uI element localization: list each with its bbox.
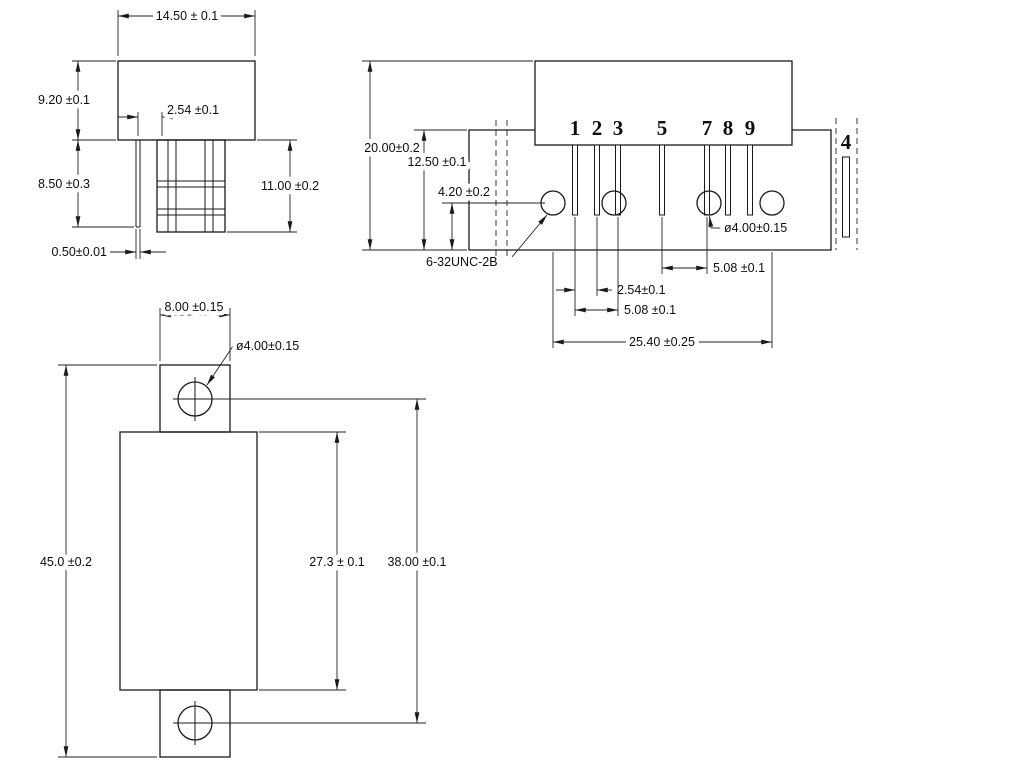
pin-number-9: 9 bbox=[745, 116, 756, 140]
front-view-dimension-lines bbox=[362, 60, 773, 348]
dim-top-overall-length-label: 45.0 ±0.2 bbox=[40, 555, 92, 569]
side-view-labels: 14.50 ± 0.1 9.20 ±0.1 2.54 ±0.1 8.50 ±0.… bbox=[33, 5, 323, 264]
pin-9 bbox=[747, 144, 753, 216]
side-thin-pin bbox=[135, 140, 141, 228]
dim-front-pin-spacing-right-label: 5.08 ±0.1 bbox=[713, 261, 765, 275]
dim-top-tab-width-label: 8.00 ±0.15 bbox=[165, 300, 224, 314]
mounting-hole-3 bbox=[696, 190, 722, 216]
pin-number-5: 5 bbox=[657, 116, 668, 140]
dim-front-mount-hole-spacing-label: 25.40 ±0.25 bbox=[629, 335, 695, 349]
pin-number-8: 8 bbox=[723, 116, 734, 140]
dim-front-pin-spacing-left-label: 5.08 ±0.1 bbox=[624, 303, 676, 317]
hidden-lines-right bbox=[835, 118, 858, 250]
front-flange-outline bbox=[468, 129, 832, 251]
hidden-thread-lines-left bbox=[495, 120, 508, 258]
dim-side-pin-offset-label: 2.54 ±0.1 bbox=[167, 103, 219, 117]
pin-5 bbox=[659, 144, 665, 216]
top-view: 8.00 ±0.15 ø4.00±0.15 45.0 ±0.2 27.3 ± 0… bbox=[35, 296, 451, 758]
pin-1 bbox=[572, 144, 578, 216]
pin-number-3: 3 bbox=[613, 116, 624, 140]
front-view-outline bbox=[468, 60, 858, 258]
side-view-dimension-lines bbox=[72, 10, 297, 259]
dim-side-lead-height-label: 11.00 ±0.2 bbox=[261, 179, 319, 193]
dim-side-width-label: 14.50 ± 0.1 bbox=[156, 9, 219, 23]
front-pin-numbers: 1 2 3 5 7 8 9 4 bbox=[570, 116, 852, 154]
top-tab-lower bbox=[159, 689, 231, 758]
top-view-outline bbox=[119, 364, 258, 758]
front-view-labels: 20.00±0.2 12.50 ±0.1 4.20 ±0.2 6-32UNC-2… bbox=[360, 137, 792, 354]
mounting-hole-4 bbox=[759, 190, 785, 216]
pin-8 bbox=[725, 144, 731, 216]
pin-number-1: 1 bbox=[570, 116, 581, 140]
top-view-labels: 8.00 ±0.15 ø4.00±0.15 45.0 ±0.2 27.3 ± 0… bbox=[35, 296, 451, 574]
dim-side-cap-height-label: 9.20 ±0.1 bbox=[38, 93, 90, 107]
pin-4 bbox=[842, 156, 850, 238]
pin-7 bbox=[704, 144, 710, 216]
dim-front-overall-height-label: 20.00±0.2 bbox=[364, 141, 420, 155]
side-view-outline bbox=[117, 60, 256, 233]
pin-number-7: 7 bbox=[702, 116, 713, 140]
dim-front-hole-diameter-label: ø4.00±0.15 bbox=[724, 221, 787, 235]
dim-top-hole-diameter-label: ø4.00±0.15 bbox=[236, 339, 299, 353]
side-cap-outline bbox=[117, 60, 256, 141]
pin-number-2: 2 bbox=[592, 116, 603, 140]
pin-3 bbox=[615, 144, 621, 216]
dim-front-hole-to-base-label: 4.20 ±0.2 bbox=[438, 185, 490, 199]
dim-front-flange-height-label: 12.50 ±0.1 bbox=[408, 155, 467, 169]
hole-centerlines bbox=[173, 377, 217, 745]
pin-number-4: 4 bbox=[841, 130, 852, 154]
top-body-outline bbox=[119, 431, 258, 691]
side-lead-block-details bbox=[157, 140, 225, 232]
dim-top-hole-spacing-label: 38.00 ±0.1 bbox=[388, 555, 447, 569]
mounting-hole-2 bbox=[601, 190, 627, 216]
front-pins bbox=[572, 144, 850, 238]
thread-spec-label: 6-32UNC-2B bbox=[426, 255, 498, 269]
front-view: 1 2 3 5 7 8 9 4 bbox=[360, 60, 858, 354]
dim-side-pin-thickness-label: 0.50±0.01 bbox=[51, 245, 107, 259]
side-lead-block bbox=[156, 139, 226, 233]
top-view-dimension-lines bbox=[58, 308, 426, 758]
pin-2 bbox=[594, 144, 600, 216]
side-view: 14.50 ± 0.1 9.20 ±0.1 2.54 ±0.1 8.50 ±0.… bbox=[33, 5, 323, 264]
dim-side-lead-length-label: 8.50 ±0.3 bbox=[38, 177, 90, 191]
dim-top-body-length-label: 27.3 ± 0.1 bbox=[309, 555, 365, 569]
dim-front-pin-pitch-label: 2.54±0.1 bbox=[617, 283, 666, 297]
